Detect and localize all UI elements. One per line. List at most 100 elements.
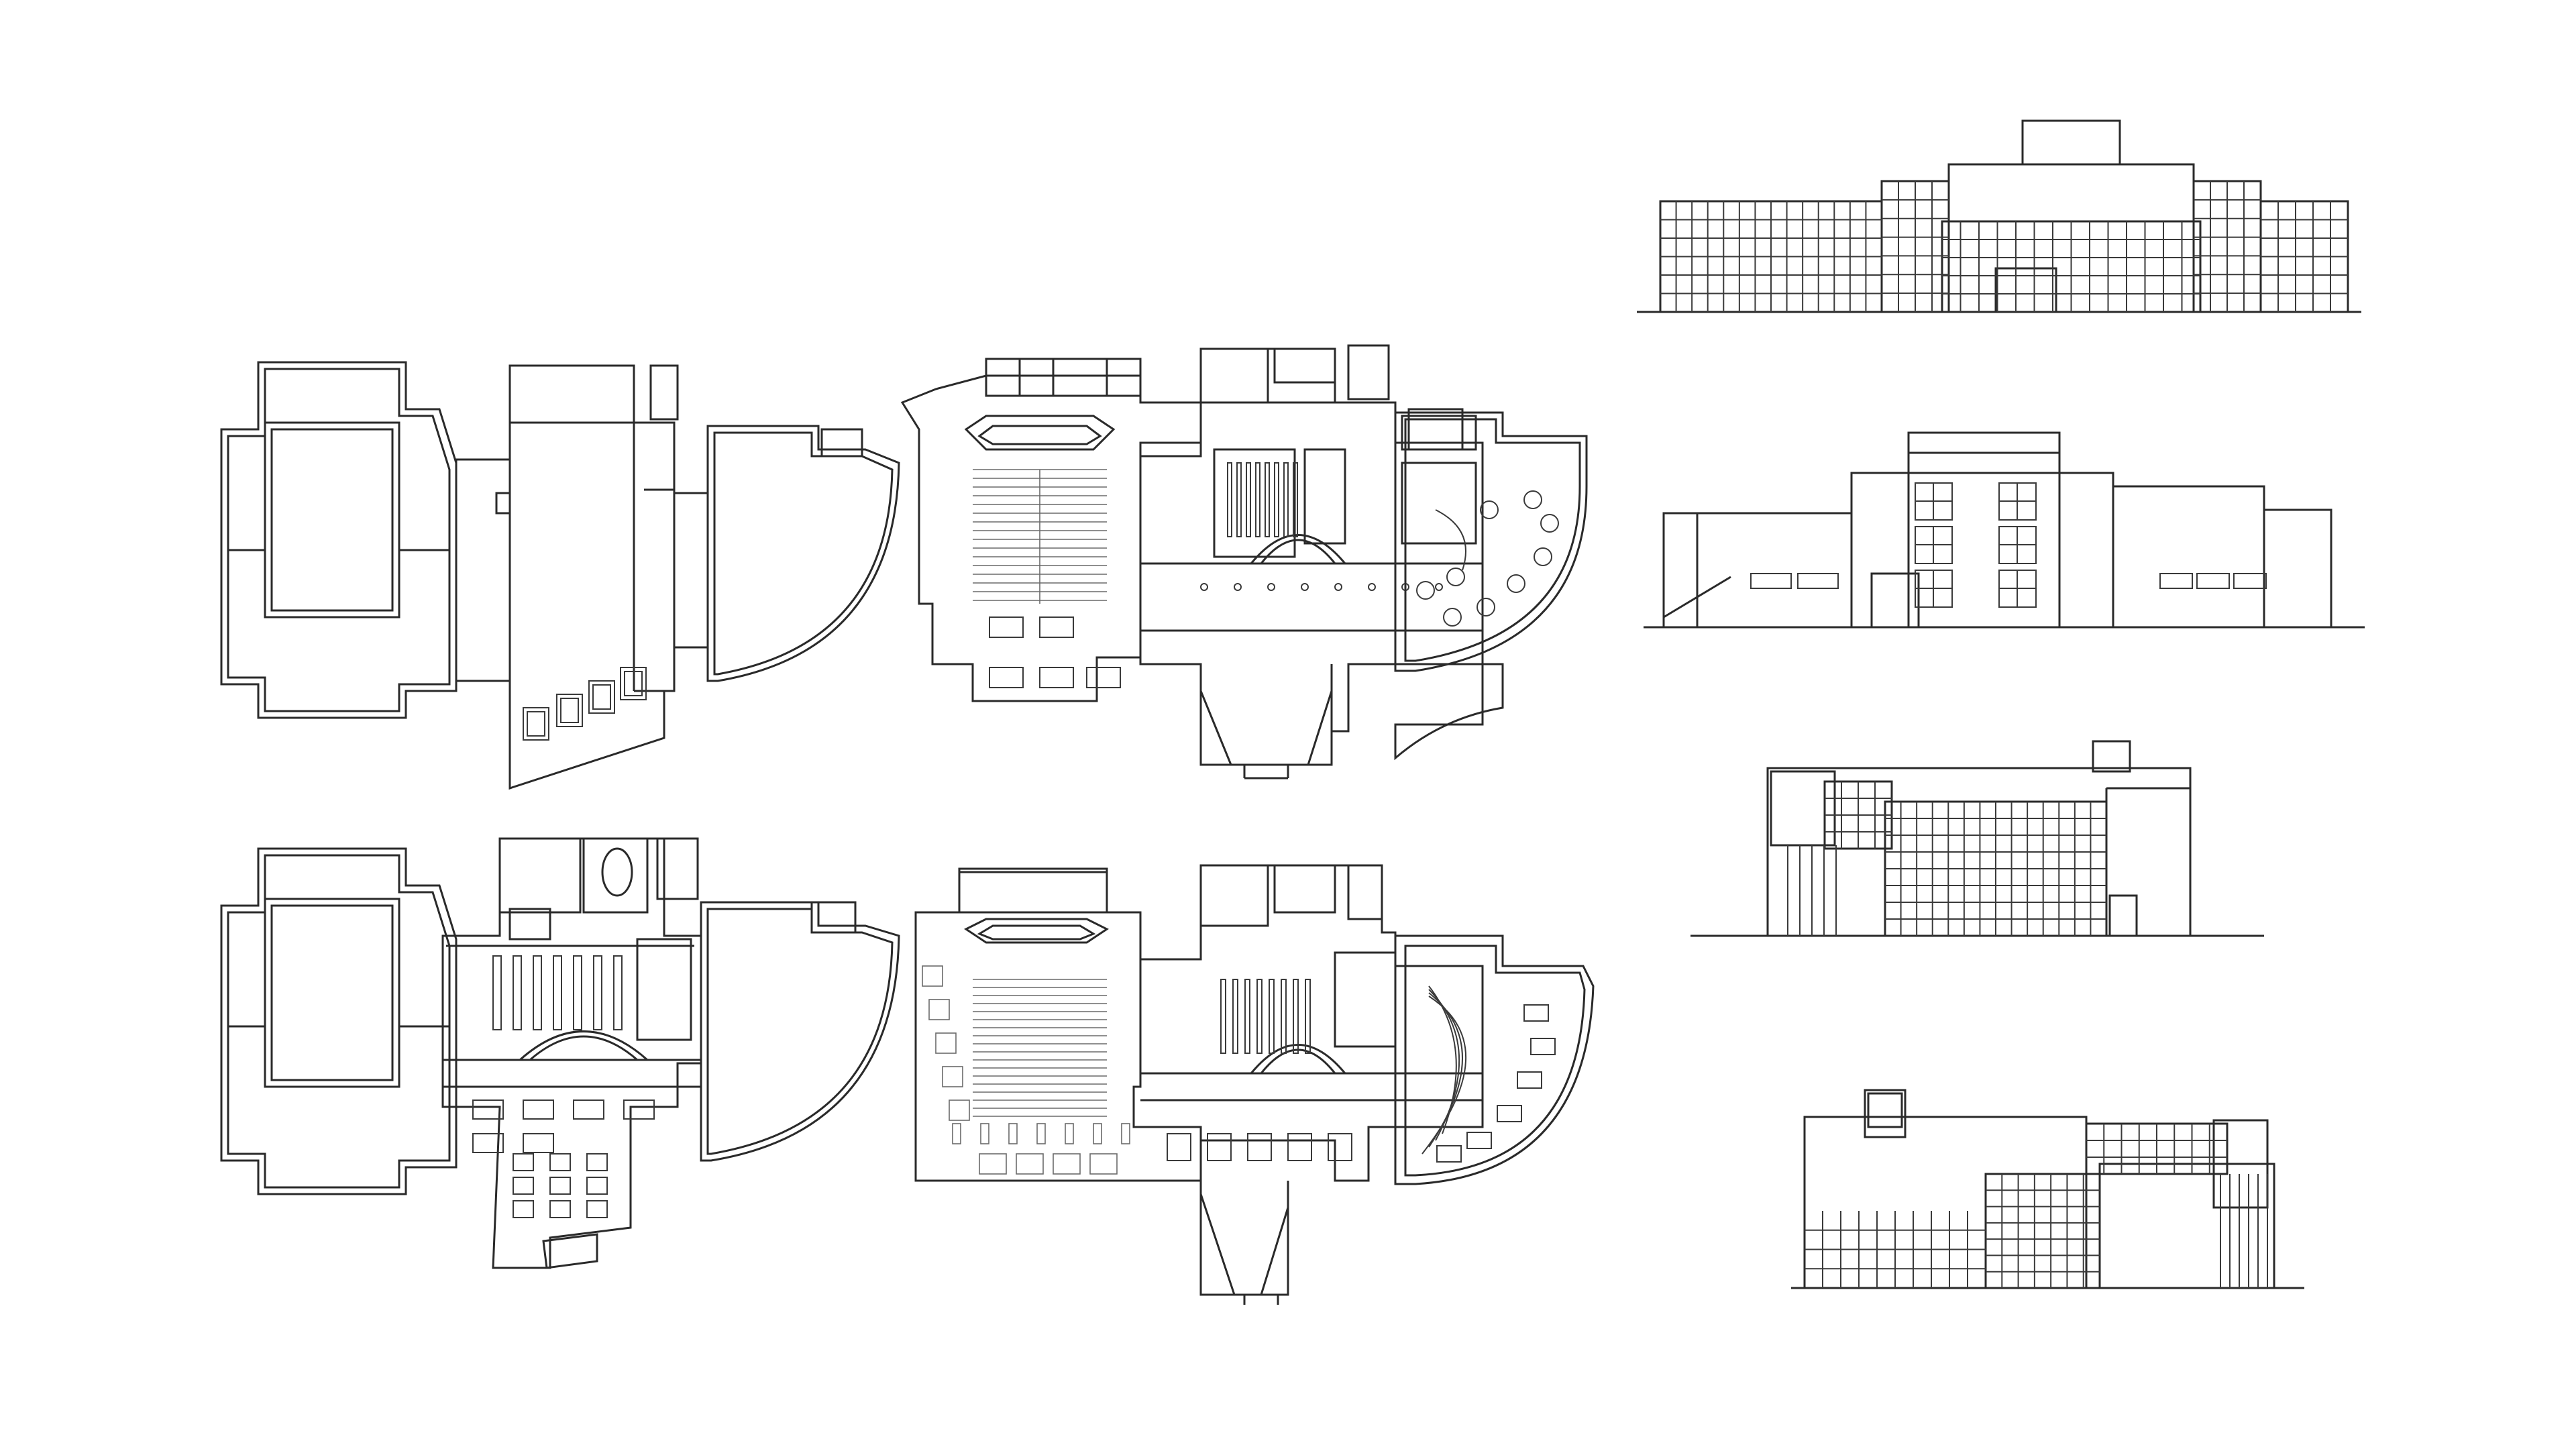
shelf (1293, 979, 1299, 1054)
reading-table (1530, 1038, 1556, 1055)
dining-table (1480, 500, 1499, 519)
strip-window (1797, 573, 1839, 589)
reading-desk (549, 1200, 571, 1218)
dining-table (1534, 547, 1552, 566)
table (573, 1099, 604, 1120)
table-cluster (1167, 1133, 1191, 1161)
dining-table (1443, 608, 1462, 627)
table-cluster (1287, 1133, 1312, 1161)
fan-shelf (1421, 996, 1466, 1155)
fan-shelf (1428, 985, 1457, 1134)
strip-window (2159, 573, 2193, 589)
shelf (1293, 462, 1298, 537)
reading-desk (513, 1177, 534, 1195)
fan-shelf (1428, 989, 1460, 1141)
shelf (1274, 462, 1279, 537)
desk (1093, 1123, 1102, 1144)
second-floor-plan-b (914, 864, 1595, 1305)
counter (1435, 509, 1466, 571)
shelf (492, 955, 502, 1030)
desk (952, 1123, 961, 1144)
reading-table (1466, 1132, 1492, 1149)
dining-table (1523, 490, 1542, 509)
second-floor-plan (441, 837, 702, 1269)
table (472, 1133, 504, 1153)
shelf (533, 955, 542, 1030)
column (1334, 583, 1342, 591)
reading-table (1517, 1071, 1542, 1089)
shelf (1246, 462, 1251, 537)
rear-elevation (1644, 431, 2365, 629)
table (472, 1099, 504, 1120)
reading-desk (586, 1153, 608, 1171)
column (1435, 583, 1443, 591)
reading-desk (586, 1200, 608, 1218)
shelf (1281, 979, 1287, 1054)
shelf (573, 955, 582, 1030)
shelf (553, 955, 562, 1030)
column (1368, 583, 1376, 591)
column (1234, 583, 1242, 591)
side-elevation-left (1690, 740, 2264, 937)
reading-desk (549, 1153, 571, 1171)
table (623, 1099, 655, 1120)
ground-floor-plan (900, 344, 1588, 780)
column (1200, 583, 1208, 591)
reading-desk (586, 1177, 608, 1195)
booth (935, 1032, 957, 1054)
booth (942, 1066, 963, 1087)
reading-table (1436, 1145, 1462, 1163)
dining-table (1540, 514, 1559, 533)
roof-plan-upper (220, 361, 900, 790)
table-group (979, 1153, 1007, 1175)
shelf (1305, 979, 1311, 1054)
table-group (1053, 1153, 1081, 1175)
booth (922, 965, 943, 987)
table (523, 1133, 554, 1153)
roof-plan-lower (220, 847, 900, 1195)
shelf (513, 955, 522, 1030)
front-elevation (1637, 119, 2361, 313)
reading-desk (513, 1200, 534, 1218)
dining-table (1477, 598, 1495, 616)
shelf (593, 955, 602, 1030)
table (523, 1099, 554, 1120)
dining-table (1507, 574, 1525, 593)
strip-window (2233, 573, 2267, 589)
column (1267, 583, 1275, 591)
desk (1008, 1123, 1018, 1144)
table-group (1089, 1153, 1118, 1175)
reading-table (1523, 1004, 1549, 1022)
shelf (1232, 979, 1238, 1054)
shelf (1227, 462, 1232, 537)
desk (980, 1123, 989, 1144)
dining-table (1416, 581, 1435, 600)
reading-table (1497, 1105, 1522, 1122)
strip-window (1750, 573, 1792, 589)
table-cluster (1207, 1133, 1232, 1161)
shelf (1244, 979, 1250, 1054)
side-elevation-right (1791, 1089, 2304, 1289)
booth (949, 1099, 970, 1121)
desk (1121, 1123, 1130, 1144)
booth (928, 999, 950, 1020)
table-group (1016, 1153, 1044, 1175)
table-cluster (1328, 1133, 1352, 1161)
reading-desk (513, 1153, 534, 1171)
table-cluster (1247, 1133, 1272, 1161)
shelf (1236, 462, 1242, 537)
dining-table (1446, 568, 1465, 586)
shelf (613, 955, 623, 1030)
shelf (1255, 462, 1260, 537)
reading-desk (549, 1177, 571, 1195)
desk (1065, 1123, 1074, 1144)
shelf (1269, 979, 1275, 1054)
shelf (1220, 979, 1226, 1054)
desk (1036, 1123, 1046, 1144)
shelf (1283, 462, 1289, 537)
column (1301, 583, 1309, 591)
strip-window (2196, 573, 2230, 589)
shelf (1265, 462, 1270, 537)
shelf (1256, 979, 1263, 1054)
